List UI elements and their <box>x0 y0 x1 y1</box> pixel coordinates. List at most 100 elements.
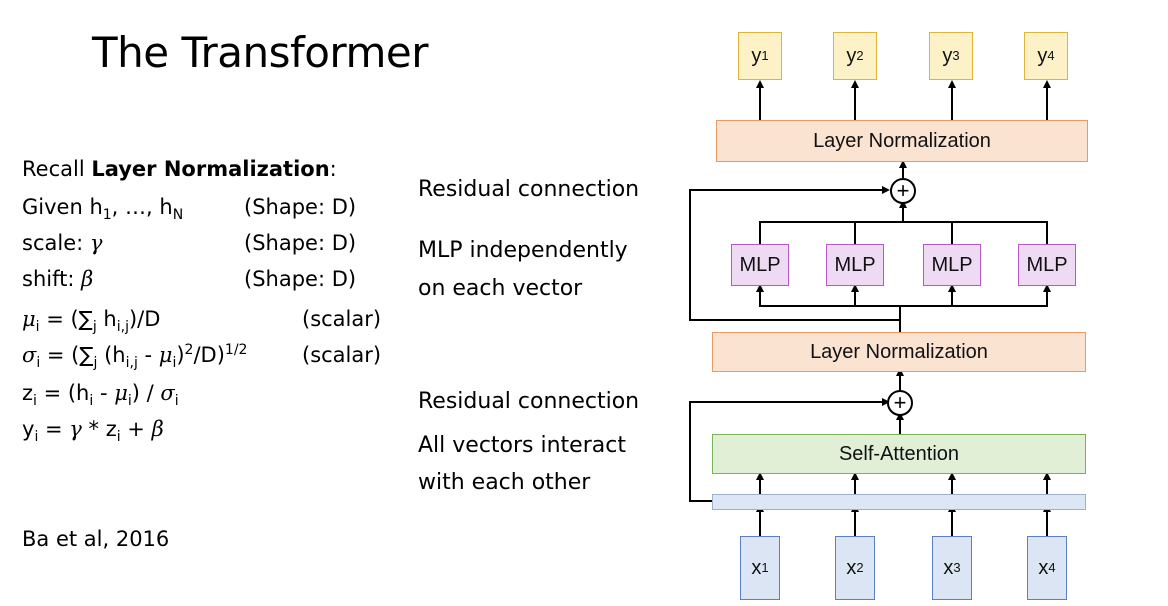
mlp-merge-wire <box>759 221 1048 244</box>
mu-sum-sub: j <box>92 319 97 336</box>
y-mul: * z <box>81 417 117 441</box>
given-sub-n: N <box>172 207 184 224</box>
mlp-box-3: MLP <box>923 244 981 286</box>
sigma-sub: i <box>36 355 41 372</box>
layer-norm-top: Layer Normalization <box>716 120 1088 162</box>
sigma-square: 2 <box>184 342 194 358</box>
output-label: y <box>846 44 857 67</box>
output-label: y <box>751 44 762 67</box>
std-line: σi = (∑j (hi,j - μi)2/D)1/2(scalar) <box>22 342 381 372</box>
beta-symbol: β <box>81 267 94 291</box>
residual-top-wire <box>689 186 901 332</box>
sigma-mu: μ <box>158 343 173 367</box>
annotation-attn-2: with each other <box>418 470 591 495</box>
mu-symbol: μ <box>22 307 36 331</box>
z-div: ) / <box>131 381 161 405</box>
sigma-symbol: σ <box>22 343 37 367</box>
input-label: x <box>846 556 857 579</box>
residual-bottom-wire <box>689 398 890 502</box>
input-vector-bar <box>712 494 1086 510</box>
mu-scalar: (scalar) <box>302 307 382 331</box>
input-label: x <box>1038 556 1049 579</box>
sigma-half: 1/2 <box>224 342 248 358</box>
mu-eq: = (∑ <box>39 307 93 331</box>
sigma-eq: = (∑ <box>40 343 94 367</box>
z-minus: - <box>93 381 115 405</box>
output-label: y <box>1037 44 1048 67</box>
plus-glyph-top: + <box>897 178 910 203</box>
y-gamma: γ <box>69 417 82 441</box>
z-mu: μ <box>114 381 128 405</box>
given-text: Given h <box>22 195 103 219</box>
given-line: Given h1, …, hN(Shape: D) <box>22 194 356 224</box>
y-sub: i <box>34 429 39 446</box>
y-plus: + <box>120 417 152 441</box>
recall-prefix: Recall <box>22 157 92 181</box>
z-mu-sub: i <box>127 393 132 410</box>
annotation-mlp-2: on each vector <box>418 276 583 301</box>
residual-plus-bottom: + <box>887 390 913 416</box>
scale-text: scale: <box>22 231 90 255</box>
z-sigma: σ <box>160 381 175 405</box>
y-line: yi = γ * zi + β <box>22 416 164 446</box>
sigma-minus: - <box>137 343 159 367</box>
given-mid: , …, h <box>111 195 173 219</box>
mlp-box-4: MLP <box>1018 244 1076 286</box>
mlp-box-1: MLP <box>731 244 789 286</box>
annotation-residual-top: Residual connection <box>418 177 640 202</box>
mlp-wire-4 <box>952 284 1051 307</box>
mu-sub: i <box>35 319 40 336</box>
annotation-residual-bottom: Residual connection <box>418 389 640 414</box>
input-label: x <box>943 556 954 579</box>
input-label: x <box>751 556 762 579</box>
slide-title: The Transformer <box>92 28 429 77</box>
citation: Ba et al, 2016 <box>22 527 170 551</box>
mlp-wire-3 <box>900 284 956 307</box>
gamma-symbol: γ <box>89 231 103 255</box>
recall-heading: Recall Layer Normalization: <box>22 156 337 182</box>
shift-line: shift: β (Shape: D) <box>22 266 356 292</box>
mu-h: h <box>96 307 117 331</box>
z-sub: i <box>33 393 37 410</box>
sigma-h: (h <box>97 343 126 367</box>
z-eq: = (h <box>36 381 90 405</box>
given-shape: (Shape: D) <box>244 195 357 219</box>
sigma-scalar: (scalar) <box>302 343 382 367</box>
scale-line: scale: γ (Shape: D) <box>22 230 356 256</box>
z-h-sub: i <box>89 393 94 410</box>
mlp-wire-1 <box>756 284 901 332</box>
self-attention-box: Self-Attention <box>712 434 1086 474</box>
sigma-sum-sub: j <box>93 355 98 372</box>
sigma-mu-sub: i <box>172 355 177 372</box>
output-label: y <box>942 44 953 67</box>
y-text: y <box>22 417 35 441</box>
z-sigma-sub: i <box>174 393 179 410</box>
mu-end: )/D <box>128 307 161 331</box>
shift-text: shift: <box>22 267 82 291</box>
annotation-attn-1: All vectors interact <box>418 433 626 458</box>
sigma-d: /D) <box>193 343 225 367</box>
scale-shape: (Shape: D) <box>244 231 357 255</box>
y-eq: = <box>38 417 70 441</box>
annotation-mlp-1: MLP independently <box>418 238 628 263</box>
sigma-close: ) <box>176 343 185 367</box>
plus-glyph-bottom: + <box>894 390 907 415</box>
residual-plus-top: + <box>890 178 916 204</box>
mlp-box-2: MLP <box>826 244 884 286</box>
z-text: z <box>22 381 34 405</box>
y-z-sub: i <box>116 429 121 446</box>
recall-bold: Layer Normalization <box>91 157 330 181</box>
z-line: zi = (hi - μi) / σi <box>22 380 179 410</box>
shift-shape: (Shape: D) <box>244 267 357 291</box>
mean-line: μi = (∑j hi,j)/D(scalar) <box>22 306 381 336</box>
y-beta: β <box>151 417 164 441</box>
sigma-h-sub: i,j <box>125 355 138 372</box>
